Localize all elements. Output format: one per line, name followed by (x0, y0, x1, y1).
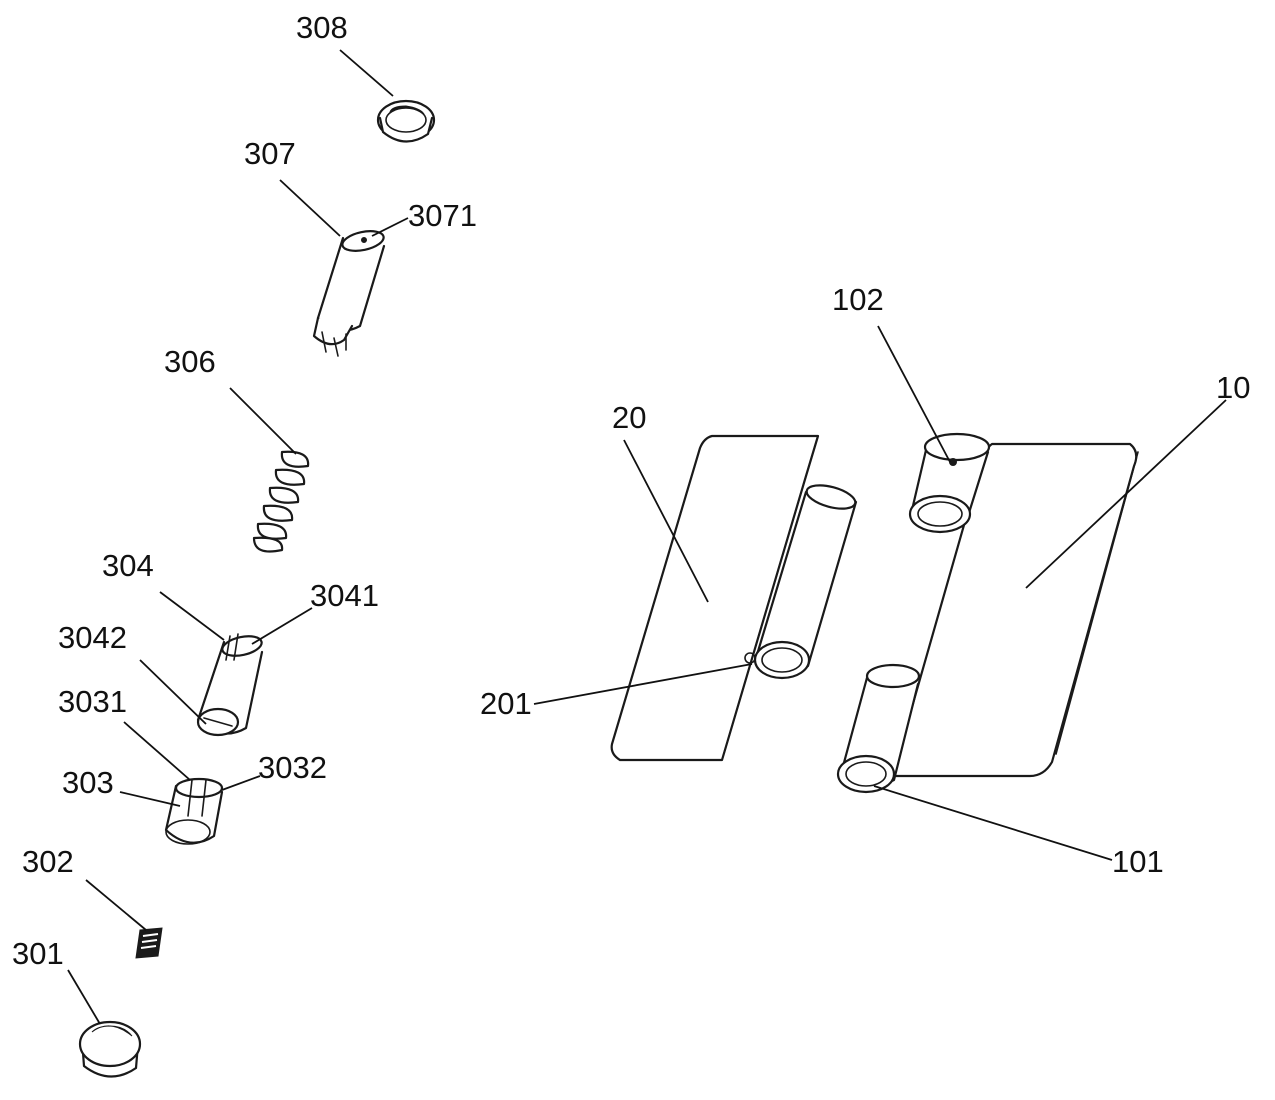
reference-labels: 308 307 3071 306 304 3041 3042 3031 303 … (12, 10, 1250, 971)
leader-lines (67, 49, 1227, 1025)
part-304-cylinder (196, 633, 264, 737)
label-308: 308 (296, 10, 348, 45)
label-306: 306 (164, 344, 216, 379)
label-201: 201 (480, 686, 532, 721)
label-301: 301 (12, 936, 64, 971)
label-20: 20 (612, 400, 646, 435)
label-3031: 3031 (58, 684, 127, 719)
label-3041: 3041 (310, 578, 379, 613)
part-306-spring (252, 450, 310, 553)
part-303-bushing (164, 777, 224, 845)
label-101: 101 (1112, 844, 1164, 879)
part-301-end-cap (78, 1020, 142, 1078)
label-3032: 3032 (258, 750, 327, 785)
label-303: 303 (62, 765, 114, 800)
part-20-left-leaf (610, 434, 858, 762)
label-307: 307 (244, 136, 296, 171)
part-307-shaft (312, 230, 386, 357)
part-308-cap (376, 99, 436, 143)
label-302: 302 (22, 844, 74, 879)
label-3071: 3071 (408, 198, 477, 233)
label-3042: 3042 (58, 620, 127, 655)
part-10-right-leaf (836, 432, 1139, 794)
label-304: 304 (102, 548, 154, 583)
part-302-small-spring (135, 927, 163, 959)
label-10: 10 (1216, 370, 1250, 405)
label-102: 102 (832, 282, 884, 317)
